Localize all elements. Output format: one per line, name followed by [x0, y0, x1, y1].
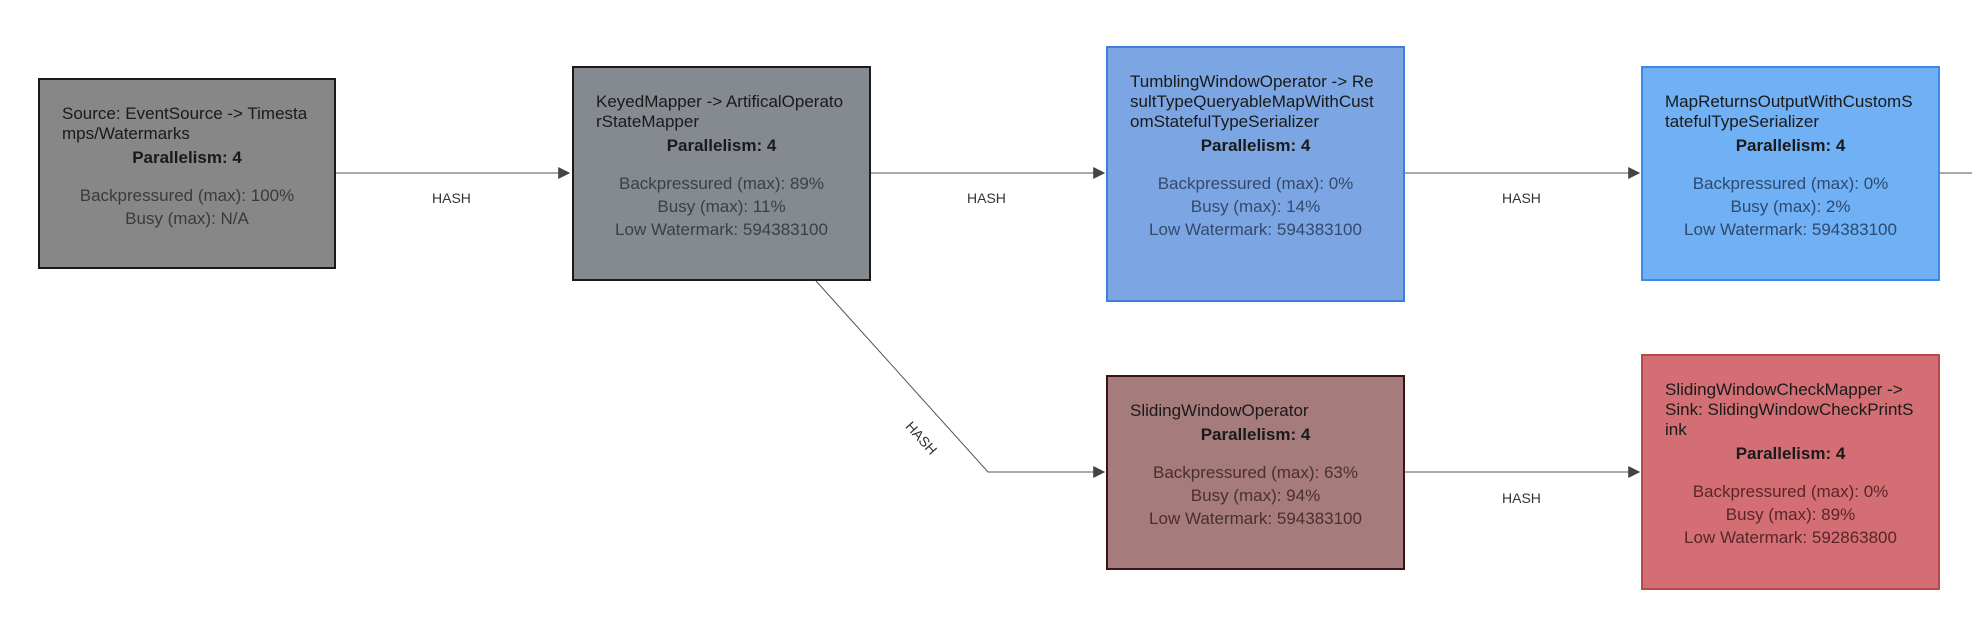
- edge-line-keyed-to-sliding[interactable]: [815, 280, 1106, 478]
- node-map-returns-output[interactable]: MapReturnsOutputWithCustomStatefulTypeSe…: [1641, 66, 1940, 281]
- metric-low-watermark: Low Watermark: 594383100: [1149, 509, 1362, 528]
- node-parallelism: Parallelism: 4: [1200, 425, 1311, 444]
- node-metrics: Backpressured (max): 89% Busy (max): 11%…: [596, 172, 847, 241]
- metric-backpressured: Backpressured (max): 100%: [79, 186, 295, 205]
- metric-low-watermark: Low Watermark: 594383100: [1684, 220, 1897, 239]
- edge-label-source-to-keyed: HASH: [432, 190, 471, 206]
- node-parallelism: Parallelism: 4: [1200, 136, 1311, 155]
- metric-backpressured: Backpressured (max): 0%: [1692, 174, 1889, 193]
- metric-low-watermark: Low Watermark: 594383100: [615, 220, 828, 239]
- metric-busy: Busy (max): 89%: [1725, 505, 1856, 524]
- node-metrics: Backpressured (max): 100% Busy (max): N/…: [62, 184, 312, 230]
- metric-busy: Busy (max): 11%: [657, 197, 786, 216]
- metric-busy: Busy (max): 14%: [1190, 197, 1321, 216]
- node-sliding-window-operator[interactable]: SlidingWindowOperator Parallelism: 4 Bac…: [1106, 375, 1405, 570]
- node-parallelism: Parallelism: 4: [1735, 136, 1846, 155]
- node-title: SlidingWindowOperator: [1130, 401, 1309, 420]
- node-parallelism: Parallelism: 4: [666, 136, 777, 155]
- metric-busy: Busy (max): 94%: [1190, 486, 1321, 505]
- metric-backpressured: Backpressured (max): 0%: [1157, 174, 1354, 193]
- node-parallelism: Parallelism: 4: [1735, 444, 1846, 463]
- node-parallelism: Parallelism: 4: [132, 148, 242, 167]
- node-title: Source: EventSource -> Timestamps/Waterm…: [62, 104, 308, 143]
- metric-busy: Busy (max): 2%: [1730, 197, 1851, 216]
- node-metrics: Backpressured (max): 0% Busy (max): 89% …: [1665, 480, 1916, 549]
- node-title: MapReturnsOutputWithCustomStatefulTypeSe…: [1665, 92, 1913, 131]
- metric-busy: Busy (max): N/A: [125, 209, 249, 228]
- node-title: SlidingWindowCheckMapper -> Sink: Slidin…: [1665, 380, 1914, 439]
- node-metrics: Backpressured (max): 0% Busy (max): 2% L…: [1665, 172, 1916, 241]
- node-keyed-mapper[interactable]: KeyedMapper -> ArtificalOperatorStateMap…: [572, 66, 871, 281]
- node-tumbling-window-operator[interactable]: TumblingWindowOperator -> ResultTypeQuer…: [1106, 46, 1405, 302]
- node-sliding-window-check-mapper[interactable]: SlidingWindowCheckMapper -> Sink: Slidin…: [1641, 354, 1940, 590]
- metric-backpressured: Backpressured (max): 89%: [618, 174, 825, 193]
- edge-label-tumbling-to-mapreturns: HASH: [1502, 190, 1541, 206]
- metric-low-watermark: Low Watermark: 594383100: [1149, 220, 1362, 239]
- edge-label-sliding-to-checkmapper: HASH: [1502, 490, 1541, 506]
- node-title: TumblingWindowOperator -> ResultTypeQuer…: [1130, 72, 1374, 131]
- metric-backpressured: Backpressured (max): 0%: [1692, 482, 1889, 501]
- metric-low-watermark: Low Watermark: 592863800: [1684, 528, 1897, 547]
- edge-label-keyed-to-tumbling: HASH: [967, 190, 1006, 206]
- node-source-event-source[interactable]: Source: EventSource -> Timestamps/Waterm…: [38, 78, 336, 269]
- metric-backpressured: Backpressured (max): 63%: [1152, 463, 1359, 482]
- node-metrics: Backpressured (max): 63% Busy (max): 94%…: [1130, 461, 1381, 530]
- node-title: KeyedMapper -> ArtificalOperatorStateMap…: [596, 92, 844, 131]
- node-metrics: Backpressured (max): 0% Busy (max): 14% …: [1130, 172, 1381, 241]
